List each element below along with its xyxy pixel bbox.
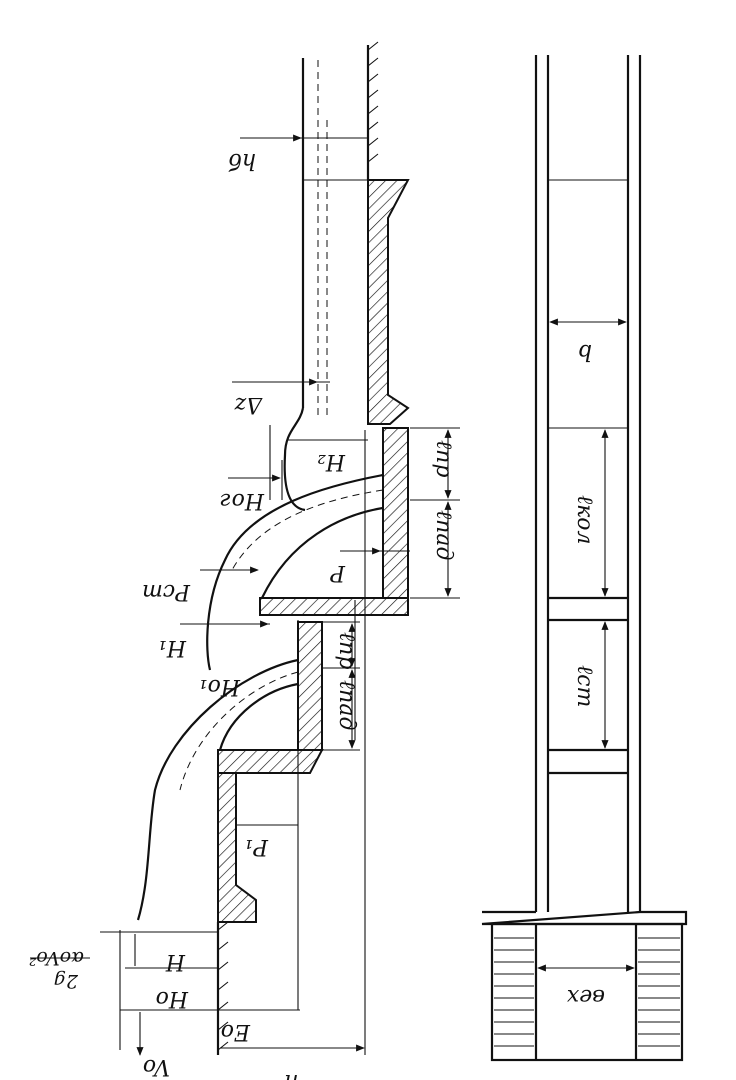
- label-H: H: [165, 949, 186, 974]
- upper-wall: [367, 179, 410, 425]
- label-P1: P₁: [244, 834, 269, 859]
- label-l-pr-top: ℓпр: [431, 440, 456, 477]
- lower-chute-wall: [297, 621, 323, 751]
- label-l-kol: ℓкол: [572, 495, 597, 545]
- label-2g: 2g: [54, 970, 79, 992]
- label-Vo: Vo: [143, 1054, 170, 1079]
- label-Ho: Ho: [156, 986, 189, 1011]
- label-P: P: [329, 560, 346, 585]
- ground-hatching: [367, 41, 379, 163]
- label-l-pr-mid: ℓпр: [334, 632, 359, 669]
- upper-chute-floor: [259, 597, 409, 616]
- base-slab: [481, 910, 688, 926]
- label-Pst: Pст: [142, 579, 191, 604]
- label-Eo: Eo: [221, 1019, 251, 1044]
- label-H2: H₂: [317, 449, 346, 474]
- upper-jet-outer: [283, 407, 306, 512]
- label-h: h: [284, 1069, 298, 1080]
- lower-chute-floor: [217, 749, 324, 774]
- label-l-st: ℓст: [572, 665, 597, 707]
- nappe-upper-mid: [231, 489, 384, 571]
- label-hb: hб: [228, 148, 256, 173]
- label-Ho1: Ho₁: [199, 674, 241, 699]
- upper-chute-wall: [382, 427, 409, 599]
- nappe-upper-inner: [261, 506, 384, 599]
- basin-hatching-left: [494, 937, 534, 1047]
- label-b-vkh: вех: [566, 984, 605, 1009]
- basin-hatching-right: [638, 937, 680, 1047]
- longitudinal-section: hб Δz H₂ Hог Pст P H₁ Ho₁ ℓпр ℓпад ℓпр ℓ…: [29, 41, 460, 1080]
- label-Hog: Hог: [220, 488, 265, 513]
- label-H1: H₁: [158, 635, 187, 660]
- nappe-lower-outer: [136, 658, 299, 921]
- nappe-lower-mid: [179, 671, 299, 791]
- nappe-lower-inner: [218, 682, 299, 751]
- label-delta-z: Δz: [234, 392, 263, 417]
- plan-view: b ℓкол ℓст вех: [481, 55, 688, 1062]
- downstream-hatch: [217, 921, 229, 1051]
- tailwater-basin: [490, 922, 684, 1062]
- nappe-upper-outer: [206, 473, 384, 671]
- label-l-pad-mid: ℓпад: [334, 680, 359, 730]
- label-b: b: [578, 339, 592, 364]
- label-l-pad-top: ℓпад: [431, 510, 456, 560]
